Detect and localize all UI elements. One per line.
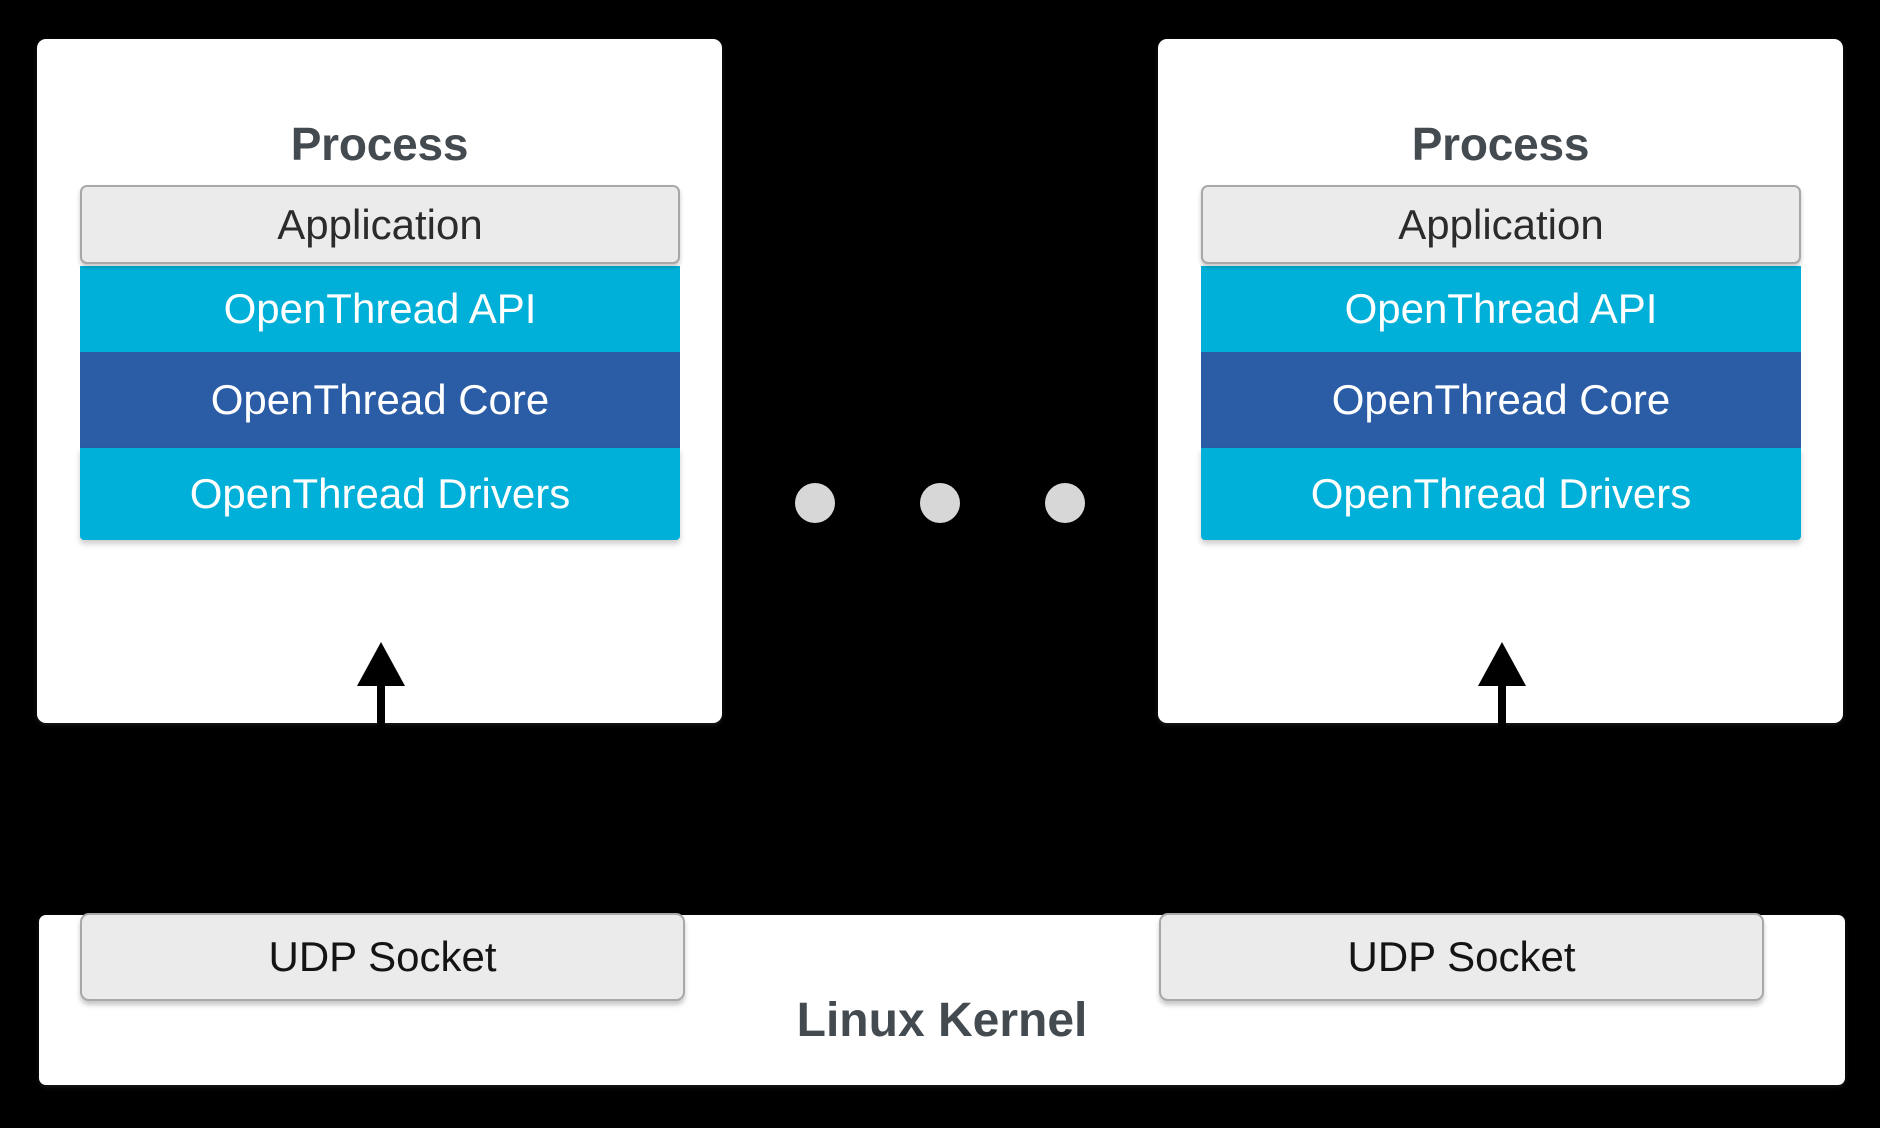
ellipsis-dot-icon <box>920 483 960 523</box>
udp-socket-left: UDP Socket <box>80 913 685 1001</box>
layer-openthread-drivers-label-left: OpenThread Drivers <box>189 470 571 517</box>
kernel-box: Linux Kernel UDP Socket UDP Socket <box>39 913 1845 1085</box>
layer-openthread-api-right: OpenThread API <box>1201 266 1801 352</box>
layer-application-label-right: Application <box>1398 200 1604 248</box>
udp-socket-right: UDP Socket <box>1159 913 1764 1001</box>
udp-socket-label-right: UDP Socket <box>1347 933 1576 980</box>
process-box-left: Process Application OpenThread API OpenT… <box>37 39 722 723</box>
layer-application-right: Application <box>1201 185 1801 264</box>
ellipsis-dot-icon <box>1045 483 1085 523</box>
layer-openthread-api-left: OpenThread API <box>80 266 680 352</box>
layer-stack-right: Application OpenThread API OpenThread Co… <box>1201 185 1801 540</box>
layer-application-left: Application <box>80 185 680 264</box>
process-box-right: Process Application OpenThread API OpenT… <box>1158 39 1843 723</box>
layer-openthread-core-label-right: OpenThread Core <box>1331 376 1671 423</box>
layer-openthread-drivers-right: OpenThread Drivers <box>1201 448 1801 540</box>
layer-openthread-drivers-label-right: OpenThread Drivers <box>1310 470 1692 517</box>
layer-stack-left: Application OpenThread API OpenThread Co… <box>80 185 680 540</box>
ellipsis-dot-icon <box>795 483 835 523</box>
layer-openthread-drivers-left: OpenThread Drivers <box>80 448 680 540</box>
layer-openthread-api-label-right: OpenThread API <box>1344 285 1658 332</box>
arrow-up-icon-left <box>357 642 405 914</box>
layer-openthread-api-label-left: OpenThread API <box>223 285 537 332</box>
process-title-right: Process <box>1411 118 1590 170</box>
ellipsis-more-processes <box>795 482 1085 524</box>
layer-openthread-core-right: OpenThread Core <box>1201 352 1801 448</box>
process-title-left: Process <box>290 118 469 170</box>
layer-application-label-left: Application <box>277 200 483 248</box>
layer-openthread-core-label-left: OpenThread Core <box>210 376 550 423</box>
arrow-up-icon-right <box>1478 642 1526 914</box>
layer-openthread-core-left: OpenThread Core <box>80 352 680 448</box>
udp-socket-label-left: UDP Socket <box>268 933 497 980</box>
